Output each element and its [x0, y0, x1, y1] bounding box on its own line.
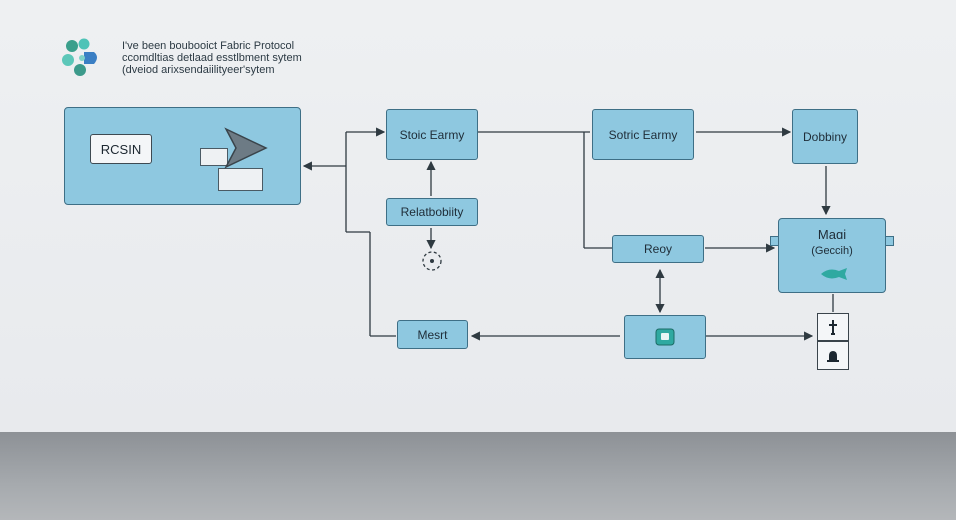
square-icon — [655, 328, 675, 346]
relatbobiity-node[interactable]: Relatbobiity — [386, 198, 478, 226]
flower-logo-icon — [62, 38, 97, 76]
stoic-earmy-node[interactable]: Stoic Earmy — [386, 109, 478, 160]
header-line-2: ccomdltias detlaad esstlbment sytem — [122, 52, 302, 64]
main-node-tab-right — [886, 236, 894, 246]
header-line-1: I've been boubooict Fabric Protocol — [122, 40, 295, 52]
reoy-node[interactable]: Reoy — [612, 235, 704, 263]
main-node-subtitle: (Geccih) — [811, 245, 853, 257]
dashed-circle-icon — [422, 251, 442, 271]
chevron-arrow-icon — [224, 127, 268, 169]
main-node-title: Maɑi — [817, 227, 847, 242]
small-white-box — [200, 148, 228, 166]
mesrt-node[interactable]: Mesrt — [397, 320, 468, 349]
floor-shadow — [0, 432, 956, 520]
main-node[interactable]: Maɑi (Geccih) — [778, 218, 886, 293]
main-node-tab-left — [770, 236, 778, 246]
wide-white-box — [218, 168, 263, 191]
bell-icon[interactable] — [817, 341, 849, 370]
rcsin-label-box[interactable]: RCSIN — [90, 134, 152, 164]
header-line-3: (dveiod arixsendaiilityeer'sytem — [122, 64, 275, 76]
header-caption: I've been boubooict Fabric Protocol ccom… — [122, 40, 302, 76]
person-up-icon[interactable] — [817, 313, 849, 341]
sotric-earmy-node[interactable]: Sotric Earmy — [592, 109, 694, 160]
fish-icon — [821, 268, 847, 280]
diagram-panel — [0, 0, 956, 432]
connector-layer — [152, 127, 834, 341]
square-icon-node[interactable] — [624, 315, 706, 359]
dobbiny-node[interactable]: Dobbiny — [792, 109, 858, 164]
